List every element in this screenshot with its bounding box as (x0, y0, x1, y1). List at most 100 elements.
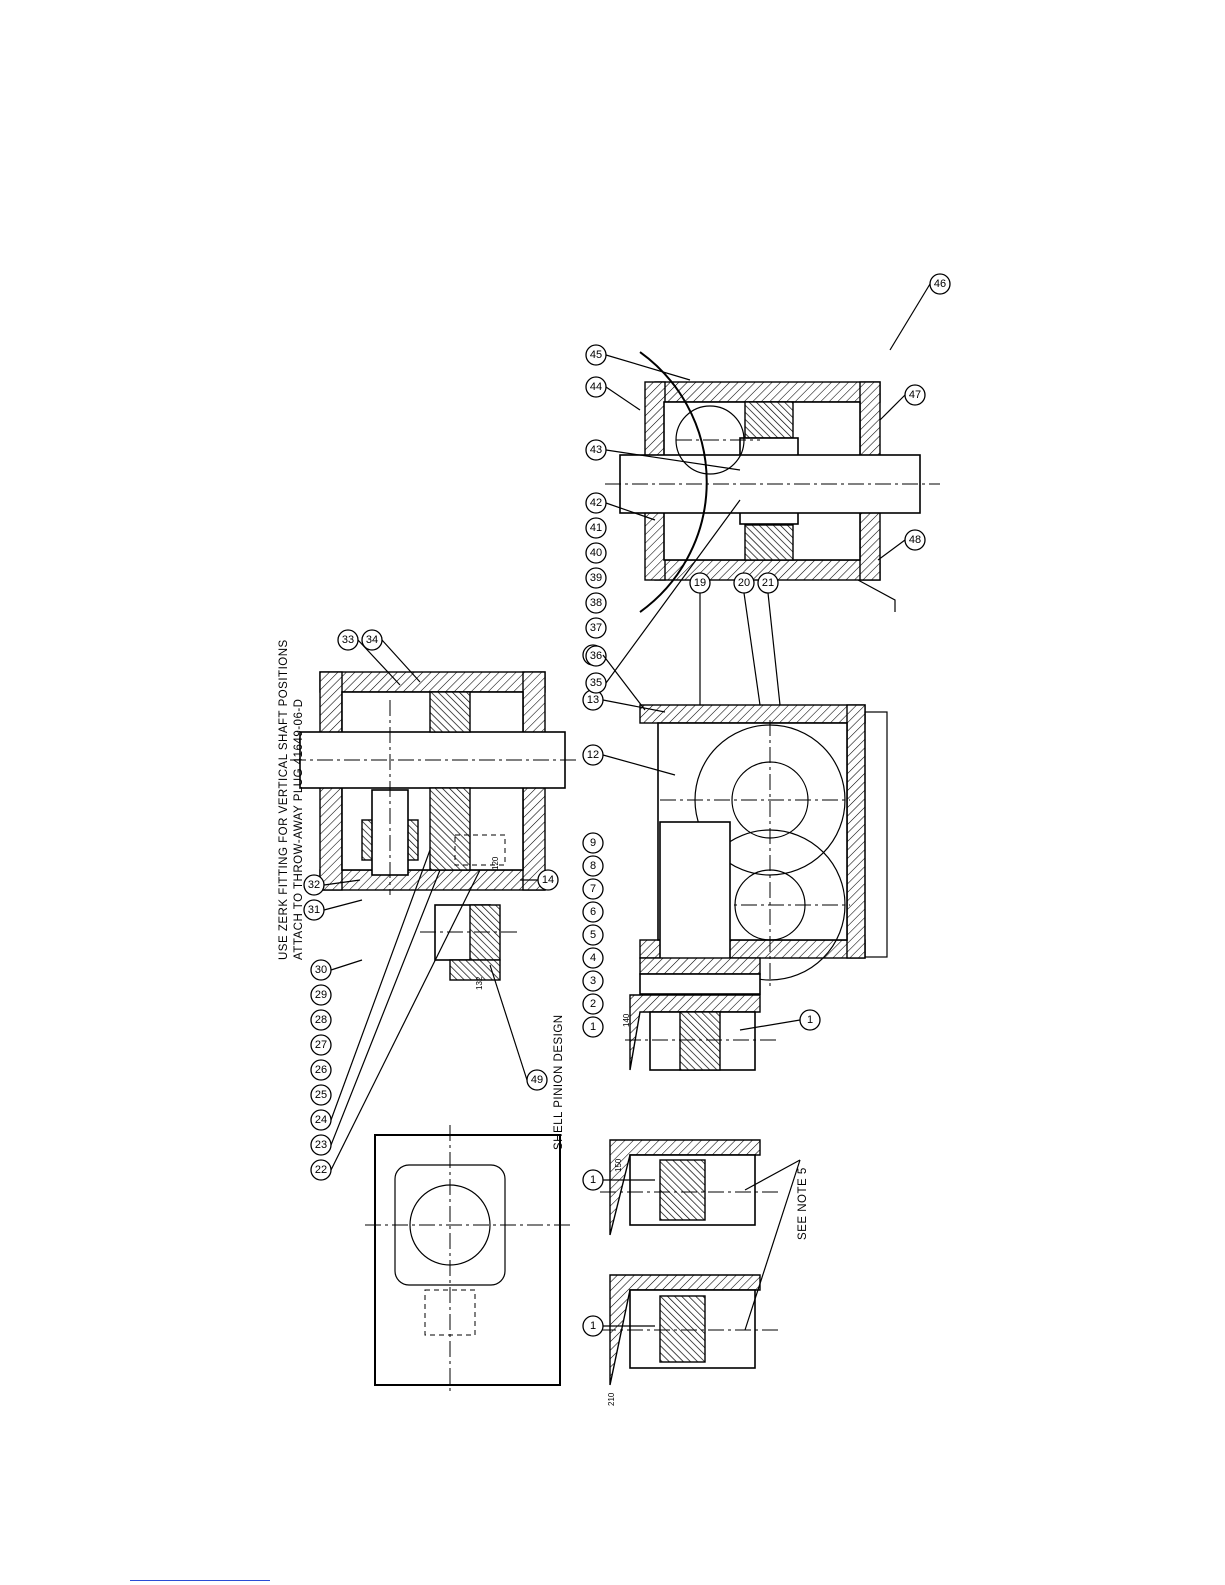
svg-text:37: 37 (590, 622, 602, 634)
callout-42: 42 (586, 493, 606, 513)
svg-text:48: 48 (909, 534, 921, 546)
callout-44: 44 (586, 377, 606, 397)
svg-text:8: 8 (590, 860, 596, 872)
dim-132: 132 (475, 976, 484, 990)
callout-36: 36 (586, 646, 606, 666)
zerk-note-line1: USE ZERK FITTING FOR VERTICAL SHAFT POSI… (278, 639, 290, 960)
svg-text:21: 21 (762, 577, 774, 589)
callout-41: 41 (586, 518, 606, 538)
svg-text:45: 45 (590, 349, 602, 361)
svg-text:4: 4 (590, 952, 596, 964)
svg-text:25: 25 (315, 1089, 327, 1101)
svg-text:9: 9 (590, 837, 596, 849)
svg-text:47: 47 (909, 389, 921, 401)
svg-text:24: 24 (315, 1114, 327, 1126)
svg-text:3: 3 (590, 975, 596, 987)
callout-1-a: 1 (583, 1017, 603, 1037)
callout-1-b: 1 (800, 1010, 820, 1030)
svg-text:49: 49 (531, 1074, 543, 1086)
side-view-section (640, 705, 887, 994)
callout-7: 7 (583, 879, 603, 899)
svg-text:41: 41 (590, 522, 602, 534)
callout-24: 24 (311, 1110, 331, 1130)
svg-text:40: 40 (590, 547, 602, 559)
zerk-note: USE ZERK FITTING FOR VERTICAL SHAFT POSI… (278, 639, 305, 960)
callout-8: 8 (583, 856, 603, 876)
callout-47: 47 (905, 385, 925, 405)
callout-46: 46 (930, 274, 950, 294)
svg-text:44: 44 (590, 381, 602, 393)
callout-45: 45 (586, 345, 606, 365)
callout-4: 4 (583, 948, 603, 968)
svg-text:27: 27 (315, 1039, 327, 1051)
dim-120: 120 (491, 856, 500, 870)
outline-view (365, 1125, 570, 1395)
callout-6: 6 (583, 902, 603, 922)
callout-39: 39 (586, 568, 606, 588)
dim-210: 210 (607, 1392, 616, 1406)
svg-text:35: 35 (590, 677, 602, 689)
dim-150: 150 (614, 1158, 623, 1172)
svg-text:39: 39 (590, 572, 602, 584)
svg-text:1: 1 (590, 1320, 596, 1332)
svg-text:20: 20 (738, 577, 750, 589)
callout-37: 37 (586, 618, 606, 638)
svg-text:26: 26 (315, 1064, 327, 1076)
adapter-variant-a (600, 1140, 780, 1235)
output-shaft-section (605, 352, 940, 612)
svg-text:36: 36 (590, 650, 602, 662)
callout-48: 48 (905, 530, 925, 550)
svg-text:6: 6 (590, 906, 596, 918)
svg-text:19: 19 (694, 577, 706, 589)
top-view-section (290, 672, 580, 895)
footer-rule (130, 1580, 270, 1581)
callout-30: 30 (311, 960, 331, 980)
shell-pinion-detail (420, 905, 520, 980)
callout-49: 49 (527, 1070, 547, 1090)
svg-text:7: 7 (590, 883, 596, 895)
svg-text:30: 30 (315, 964, 327, 976)
callout-33: 33 (338, 630, 358, 650)
svg-text:5: 5 (590, 929, 596, 941)
svg-text:42: 42 (590, 497, 602, 509)
dim-140: 140 (622, 1013, 631, 1027)
callout-12: 12 (583, 745, 603, 765)
callout-28: 28 (311, 1010, 331, 1030)
svg-text:22: 22 (315, 1164, 327, 1176)
shell-pinion-label: SHELL PINION DESIGN (553, 1014, 565, 1150)
svg-text:34: 34 (366, 634, 378, 646)
see-note-label: SEE NOTE 5 (797, 1167, 809, 1240)
callout-35: 35 (586, 673, 606, 693)
svg-text:1: 1 (590, 1174, 596, 1186)
callout-29: 29 (311, 985, 331, 1005)
callout-26: 26 (311, 1060, 331, 1080)
callout-3: 3 (583, 971, 603, 991)
svg-text:28: 28 (315, 1014, 327, 1026)
callout-40: 40 (586, 543, 606, 563)
callout-32: 32 (304, 875, 324, 895)
callout-19: 19 (690, 573, 710, 593)
input-adapter-section (625, 995, 780, 1070)
callout-27: 27 (311, 1035, 331, 1055)
svg-text:46: 46 (934, 278, 946, 290)
svg-text:33: 33 (342, 634, 354, 646)
callout-14: 14 (538, 870, 558, 890)
zerk-note-line2: ATTACH TO THROW-AWAY PLUG 41649-06-D (293, 699, 305, 960)
callout-5: 5 (583, 925, 603, 945)
svg-text:1: 1 (807, 1014, 813, 1026)
svg-text:43: 43 (590, 444, 602, 456)
callout-9: 9 (583, 833, 603, 853)
svg-text:13: 13 (587, 694, 599, 706)
callout-31: 31 (304, 900, 324, 920)
callout-1-variant-b: 1 (583, 1316, 603, 1336)
svg-text:12: 12 (587, 749, 599, 761)
callout-20: 20 (734, 573, 754, 593)
adapter-variant-b (600, 1275, 780, 1385)
svg-text:23: 23 (315, 1139, 327, 1151)
svg-text:32: 32 (308, 879, 320, 891)
callouts-variants: 1 1 (583, 1170, 603, 1336)
svg-text:31: 31 (308, 904, 320, 916)
svg-text:38: 38 (590, 597, 602, 609)
svg-text:14: 14 (542, 874, 554, 886)
